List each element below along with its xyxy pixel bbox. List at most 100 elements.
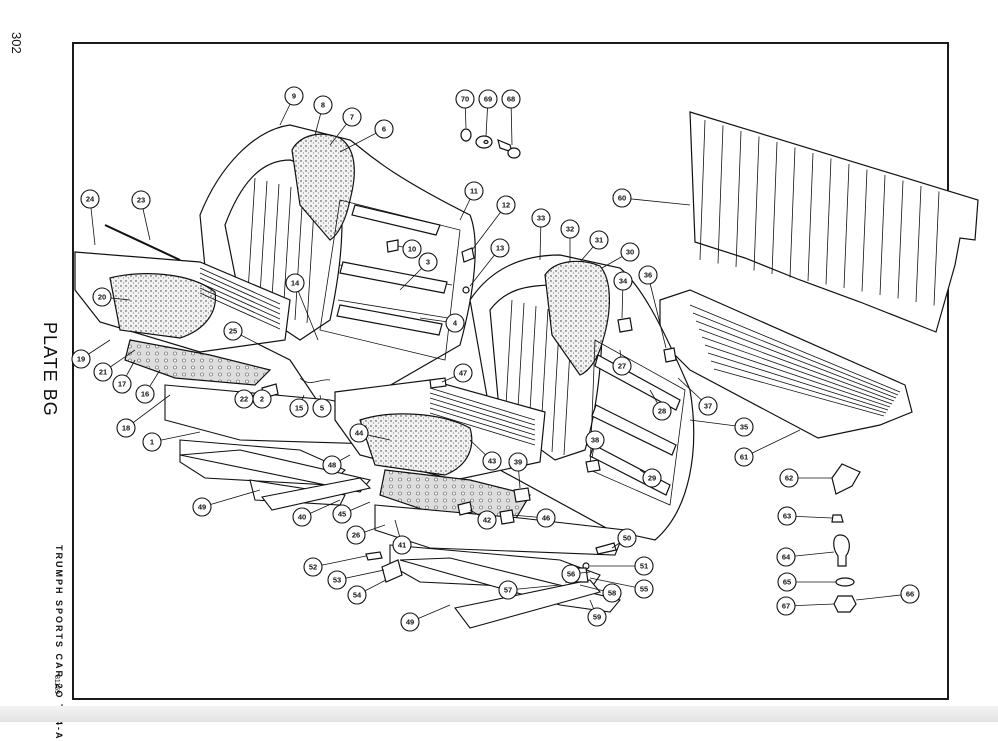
- callout-46: 46: [536, 508, 556, 528]
- callout-19: 19: [71, 349, 91, 369]
- rear-cushion-board: [659, 289, 913, 439]
- callout-number: 44: [355, 429, 364, 438]
- callout-number: 19: [77, 355, 85, 364]
- callout-number: 60: [618, 194, 626, 203]
- callout-number: 45: [338, 510, 346, 519]
- catalogue-page: 302 PLATE BG TRUMPH SPORTS CAR 2O TR4-A …: [0, 32, 998, 741]
- callout-number: 31: [595, 236, 603, 245]
- callout-44: 44: [349, 423, 369, 443]
- callout-9: 9: [284, 86, 304, 106]
- callout-70: 70: [455, 89, 475, 109]
- callout-53: 53: [327, 570, 347, 590]
- callout-number: 5: [320, 404, 324, 413]
- callout-31: 31: [589, 230, 609, 250]
- callout-52: 52: [303, 557, 323, 577]
- callout-number: 8: [321, 101, 325, 110]
- callout-43: 43: [482, 451, 502, 471]
- callout-1: 1: [142, 432, 162, 452]
- callout-number: 32: [566, 225, 574, 234]
- callout-number: 4: [453, 319, 458, 328]
- callout-number: 39: [514, 458, 522, 467]
- callout-10: 10: [402, 239, 422, 259]
- callout-number: 50: [623, 534, 631, 543]
- callout-number: 25: [229, 327, 237, 336]
- callout-64: 64: [776, 547, 796, 567]
- callout-11: 11: [464, 181, 484, 201]
- callout-number: 6: [382, 125, 386, 134]
- callout-number: 2: [260, 395, 264, 404]
- callout-58: 58: [602, 583, 622, 603]
- callout-number: 38: [591, 436, 599, 445]
- callout-20: 20: [92, 287, 112, 307]
- callout-number: 69: [484, 95, 492, 104]
- callout-14: 14: [285, 273, 305, 293]
- callout-34: 34: [613, 271, 633, 291]
- callout-number: 51: [640, 562, 648, 571]
- callout-68: 68: [501, 89, 521, 109]
- callout-25: 25: [223, 321, 243, 341]
- left-seat: [74, 124, 476, 506]
- hardware-parts: [261, 128, 861, 613]
- callout-number: 49: [406, 618, 414, 627]
- callout-49: 49: [400, 612, 420, 632]
- callout-55: 55: [634, 579, 654, 599]
- callout-45: 45: [332, 504, 352, 524]
- callout-4: 4: [445, 313, 465, 333]
- callout-number: 9: [292, 92, 296, 101]
- exploded-seat-diagram: 1234567891011121314151617181920212223242…: [71, 86, 979, 632]
- callout-5: 5: [312, 398, 332, 418]
- callout-labels: 1234567891011121314151617181920212223242…: [71, 86, 920, 632]
- callout-number: 54: [353, 591, 362, 600]
- callout-number: 29: [648, 474, 656, 483]
- callout-number: 47: [459, 369, 467, 378]
- callout-7: 7: [342, 107, 362, 127]
- leader-line: [201, 489, 261, 508]
- callout-number: 13: [496, 244, 504, 253]
- callout-6: 6: [374, 119, 394, 139]
- callout-number: 12: [502, 201, 510, 210]
- callout-17: 17: [112, 374, 132, 394]
- callout-30: 30: [620, 242, 640, 262]
- callout-number: 61: [740, 453, 748, 462]
- callout-number: 28: [658, 407, 666, 416]
- callout-number: 24: [86, 195, 95, 204]
- callout-number: 62: [785, 474, 793, 483]
- callout-number: 59: [593, 613, 601, 622]
- callout-27: 27: [612, 356, 632, 376]
- callout-number: 11: [470, 187, 478, 196]
- callout-number: 3: [426, 258, 430, 267]
- callout-number: 68: [507, 95, 515, 104]
- callout-number: 56: [567, 570, 575, 579]
- callout-number: 17: [118, 380, 126, 389]
- callout-number: 66: [906, 590, 914, 599]
- scan-edge: [0, 706, 998, 722]
- callout-66: 66: [900, 584, 920, 604]
- callout-18: 18: [116, 418, 136, 438]
- callout-15: 15: [289, 398, 309, 418]
- leader-line: [294, 282, 319, 341]
- callout-37: 37: [698, 396, 718, 416]
- callout-60: 60: [612, 188, 632, 208]
- callout-26: 26: [346, 525, 366, 545]
- callout-number: 58: [608, 589, 616, 598]
- callout-54: 54: [347, 585, 367, 605]
- callout-number: 23: [137, 196, 145, 205]
- callout-number: 46: [542, 514, 550, 523]
- callout-number: 21: [99, 368, 107, 377]
- callout-22: 22: [234, 389, 254, 409]
- callout-29: 29: [642, 468, 662, 488]
- callout-number: 20: [98, 293, 106, 302]
- callout-2: 2: [252, 389, 272, 409]
- callout-number: 7: [350, 113, 354, 122]
- callout-59: 59: [587, 607, 607, 627]
- callout-21: 21: [93, 362, 113, 382]
- callout-number: 15: [295, 404, 303, 413]
- callout-number: 52: [309, 563, 317, 572]
- callout-number: 63: [783, 512, 791, 521]
- callout-50: 50: [617, 528, 637, 548]
- callout-number: 18: [122, 424, 130, 433]
- callout-number: 55: [640, 585, 648, 594]
- callout-49: 49: [192, 497, 212, 517]
- callout-67: 67: [776, 596, 796, 616]
- callout-number: 70: [461, 95, 469, 104]
